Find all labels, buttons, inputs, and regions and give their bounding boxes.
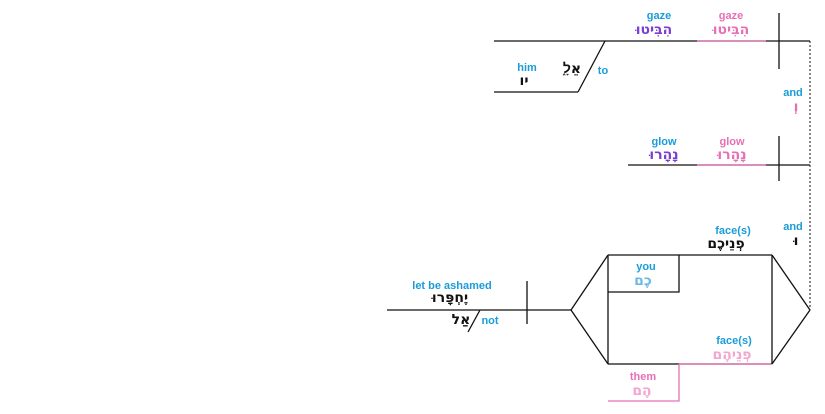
subject2-hebrew: פְנֵיהֶם (712, 347, 752, 363)
gaze-verb2-gloss: gaze (718, 10, 744, 22)
fork-left-lower (570, 309, 609, 365)
glow-verb1-gloss: glow (651, 136, 677, 148)
glow-verb2-hebrew: נָהָרוּ (717, 147, 747, 163)
glow-verb1-hebrew: נָהָרוּ (649, 147, 679, 163)
negation-slant (467, 309, 481, 333)
gaze-verb1-gloss: gaze (646, 10, 672, 22)
shame-clause-lines (387, 254, 811, 402)
gaze-prep-slant (577, 40, 606, 93)
fork-right-upper (771, 254, 811, 311)
gaze-verb1-hebrew: הִבִּיטוּ (635, 22, 673, 38)
negation-gloss: not (481, 315, 499, 327)
conj1-gloss: and (783, 87, 803, 99)
gaze-object-hebrew: יו (519, 73, 529, 89)
verb-hebrew: יֶחְפָּרוּ (431, 290, 469, 306)
glow-verb2-gloss: glow (719, 136, 745, 148)
possessor2-box (608, 364, 680, 402)
glow-clause-lines (628, 136, 810, 181)
possessor1-gloss: you (636, 261, 656, 273)
conj2-gloss: and (783, 221, 803, 233)
gaze-prep-hebrew: אֵלָ֑ (562, 61, 582, 77)
fork-left-upper (570, 254, 609, 311)
subject2-gloss: face(s) (716, 335, 752, 347)
subject1-hebrew: פְנֵיכֶם (707, 236, 745, 252)
possessor1-box (608, 255, 680, 293)
gaze-prep-gloss: to (597, 65, 609, 77)
fork-right-lower (771, 309, 811, 365)
gaze-clause-lines (494, 13, 810, 93)
subject1-gloss: face(s) (715, 225, 751, 237)
possessor1-hebrew: כֶם (634, 273, 652, 289)
possessor2-hebrew: הֶם (632, 383, 652, 399)
possessor2-gloss: them (629, 371, 657, 383)
gaze-verb2-hebrew: הִבִּיטוּ (712, 22, 750, 38)
negation-hebrew: אַל (451, 312, 471, 328)
conj1-hebrew: וְ (793, 99, 799, 115)
verb-gloss: let be ashamed (412, 280, 492, 292)
conj2-hebrew: וּ (793, 233, 799, 249)
gaze-object-gloss: him (517, 62, 537, 74)
